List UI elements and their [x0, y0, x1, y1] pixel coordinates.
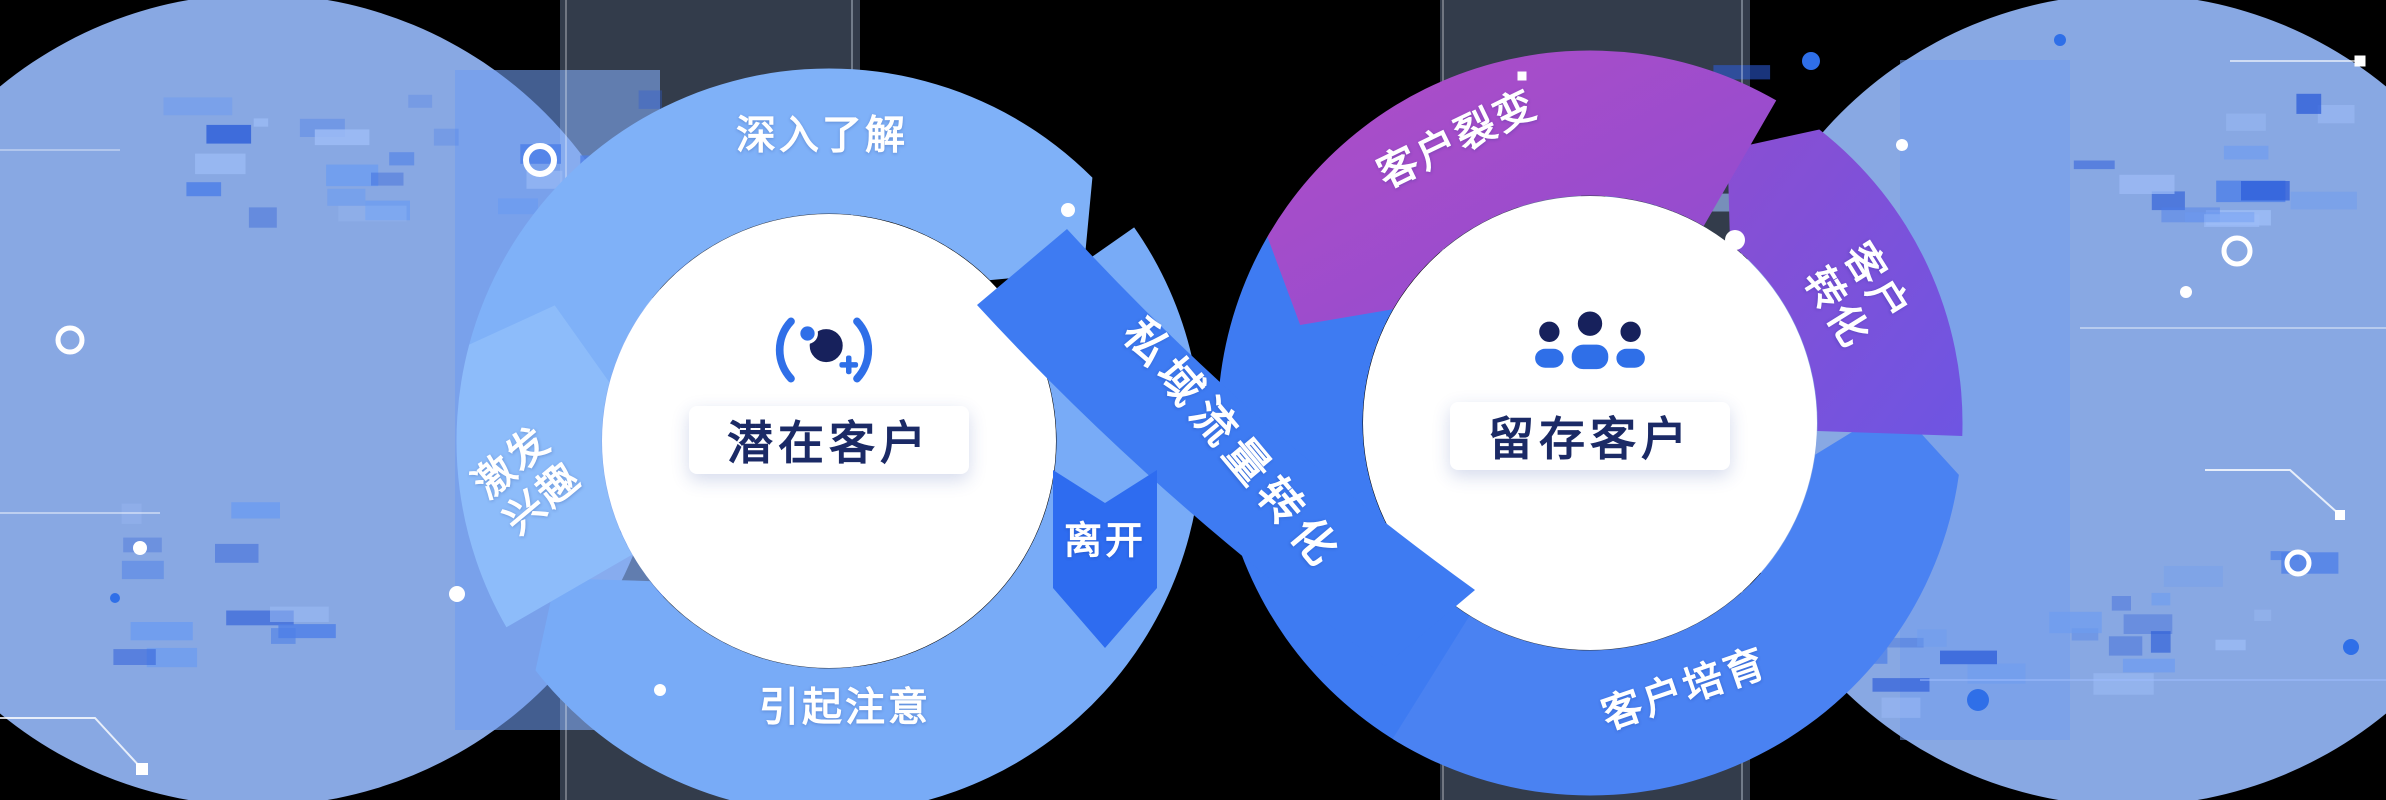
deco-dot	[1725, 230, 1745, 250]
team-customers-icon	[1522, 302, 1658, 386]
deco-ring-dot	[55, 325, 85, 355]
mosaic-pixel	[2151, 191, 2185, 211]
mosaic-pixel	[270, 606, 329, 622]
mosaic-pixel	[2073, 160, 2115, 170]
mosaic-pixel	[113, 649, 156, 665]
mosaic-pixel	[253, 118, 269, 127]
mosaic-pixel	[2122, 658, 2175, 673]
prospect-center-title: 潜在客户	[727, 417, 931, 469]
step-label-attention: 引起注意	[759, 685, 931, 730]
prospect-search-icon	[769, 295, 879, 405]
mosaic-pixel	[1940, 650, 1997, 665]
prospect-ring-segment-0	[469, 68, 1093, 383]
mosaic-pixel	[206, 124, 252, 144]
mosaic-pixel	[1881, 697, 1921, 718]
mosaic-pixel	[1872, 678, 1930, 692]
prospect-center-card: 潜在客户	[689, 406, 969, 474]
mosaic-pixel	[2093, 673, 2154, 695]
deco-dot	[110, 593, 120, 603]
deco-ring-dot	[2284, 549, 2312, 577]
deco-dot	[2054, 34, 2066, 46]
mosaic-pixel	[2296, 93, 2322, 114]
mosaic-pixel	[163, 97, 233, 116]
deco-square	[136, 763, 148, 775]
retain-center-title: 留存客户	[1488, 413, 1692, 465]
deco-dot	[1061, 203, 1075, 217]
deco-dot	[133, 541, 147, 555]
mosaic-pixel	[408, 94, 433, 108]
deco-ring-dot	[523, 143, 557, 177]
mosaic-pixel	[433, 128, 459, 146]
deco-dot	[1896, 139, 1908, 151]
mosaic-pixel	[2184, 212, 2255, 223]
deco-dot	[654, 684, 666, 696]
mosaic-pixel	[2215, 639, 2246, 651]
step-label-understand: 深入了解	[736, 113, 908, 158]
deco-ring-dot	[2221, 235, 2253, 267]
mosaic-pixel	[2317, 105, 2355, 124]
mosaic-pixel	[2254, 609, 2272, 621]
mosaic-pixel	[2119, 174, 2175, 194]
deco-line	[2205, 469, 2341, 516]
deco-square	[2335, 510, 2345, 520]
mosaic-pixel	[2108, 636, 2143, 656]
mosaic-pixel	[2151, 592, 2171, 606]
mosaic-pixel	[2241, 181, 2290, 201]
connector-ribbon	[977, 229, 1475, 666]
mosaic-pixel	[130, 622, 193, 641]
mosaic-pixel	[1917, 629, 1947, 647]
mosaic-pixel	[186, 182, 222, 197]
mosaic-pixel	[498, 198, 538, 215]
deco-dot	[1802, 52, 1820, 70]
mosaic-pixel	[215, 543, 259, 563]
mosaic-pixel	[365, 200, 410, 221]
retain-ring-segment-1	[1392, 405, 1959, 796]
mosaic-pixel	[1713, 65, 1771, 80]
prospect-ring-segment-2	[456, 305, 632, 628]
mosaic-pixel	[326, 164, 379, 187]
mosaic-pixel	[195, 153, 246, 175]
leave-arrow	[1053, 470, 1157, 648]
deco-square	[2354, 55, 2366, 67]
mosaic-pixel	[327, 188, 366, 206]
exit-label-leave: 离开	[1063, 520, 1147, 563]
mosaic-pixel	[2049, 611, 2102, 634]
mosaic-pixel	[2163, 565, 2223, 587]
deco-dot	[449, 586, 465, 602]
mosaic-pixel	[2204, 214, 2260, 227]
deco-line	[0, 717, 143, 770]
deco-dot	[2343, 639, 2359, 655]
mosaic-pixel	[248, 207, 277, 228]
mosaic-pixel	[2290, 191, 2357, 210]
mosaic-pixel	[2150, 631, 2171, 653]
mosaic-pixel	[2226, 113, 2266, 131]
retain-ring-segment-3	[1267, 50, 1777, 325]
mosaic-pixel	[1878, 637, 1924, 648]
prospect-ring-segment-1	[535, 227, 1202, 800]
mosaic-pixel	[121, 503, 142, 524]
deco-dot	[1967, 689, 1989, 711]
mosaic-pixel	[2223, 145, 2269, 160]
mosaic-pixel	[2123, 614, 2173, 634]
deco-square	[1517, 71, 1527, 81]
mosaic-pixel	[231, 502, 280, 519]
mosaic-pixel	[1967, 663, 2026, 684]
mosaic-pixel	[314, 129, 370, 146]
mosaic-pixel	[389, 152, 415, 166]
mosaic-pixel	[338, 205, 407, 222]
mosaic-pixel	[371, 172, 404, 186]
mosaic-pixel	[121, 560, 164, 580]
mosaic-pixel	[278, 624, 336, 639]
mosaic-pixel	[146, 647, 198, 668]
retain-center-card: 留存客户	[1450, 402, 1730, 470]
mosaic-pixel	[638, 90, 662, 109]
deco-dot	[2180, 286, 2192, 298]
mosaic-pixel	[2111, 596, 2131, 611]
retain-ring-segment-2	[1727, 129, 1963, 437]
